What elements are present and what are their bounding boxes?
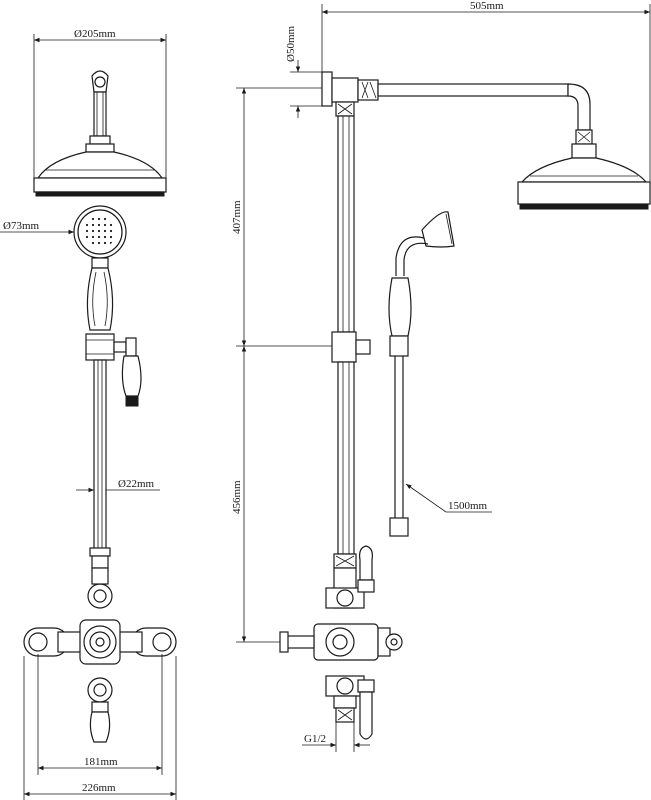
- front-riser-rail: [89, 359, 111, 569]
- front-handset: [73, 205, 127, 331]
- side-thermostatic-valve: [279, 545, 403, 740]
- dim-arm-projection: 505mm: [321, 0, 651, 182]
- dim-hose-length: 1500mm: [405, 483, 492, 513]
- side-handset: [388, 211, 455, 537]
- handset-diameter-label: Ø73mm: [3, 220, 40, 232]
- side-view: 505mm Ø50mm 407mm 456mm 1500mm: [231, 0, 651, 752]
- dim-arm-diameter: Ø50mm: [285, 26, 322, 118]
- dim-head-diameter: Ø205mm: [33, 28, 167, 178]
- side-hose-end: [389, 517, 409, 537]
- side-riser-rail: [331, 115, 371, 555]
- overall-width-label: 226mm: [82, 782, 116, 794]
- dim-rail-diameter: Ø22mm: [76, 478, 160, 493]
- dim-centres-width: 181mm: [37, 654, 163, 775]
- rail-diameter-label: Ø22mm: [118, 478, 155, 490]
- hose-length-label: 1500mm: [448, 500, 488, 512]
- inlet-thread-label: G1/2: [304, 733, 326, 745]
- head-diameter-label: Ø205mm: [74, 28, 116, 40]
- dim-inlet-thread: G1/2: [302, 722, 370, 752]
- front-thermostatic-valve: [23, 567, 177, 743]
- dim-overall-width: 226mm: [23, 656, 177, 800]
- arm-projection-label: 505mm: [470, 0, 504, 12]
- lower-height-label: 456mm: [231, 480, 243, 514]
- centres-width-label: 181mm: [84, 756, 118, 768]
- upper-height-label: 407mm: [231, 200, 243, 234]
- front-view: Ø205mm Ø73mm Ø22mm 181mm 226mm: [0, 28, 177, 800]
- dim-handset-diameter: Ø73mm: [0, 220, 74, 235]
- dim-upper-height: 407mm: [231, 87, 332, 347]
- side-shower-arm: [321, 71, 651, 210]
- dim-lower-height: 456mm: [231, 346, 280, 643]
- front-shower-head: [33, 70, 167, 197]
- arm-diameter-label: Ø50mm: [285, 26, 297, 63]
